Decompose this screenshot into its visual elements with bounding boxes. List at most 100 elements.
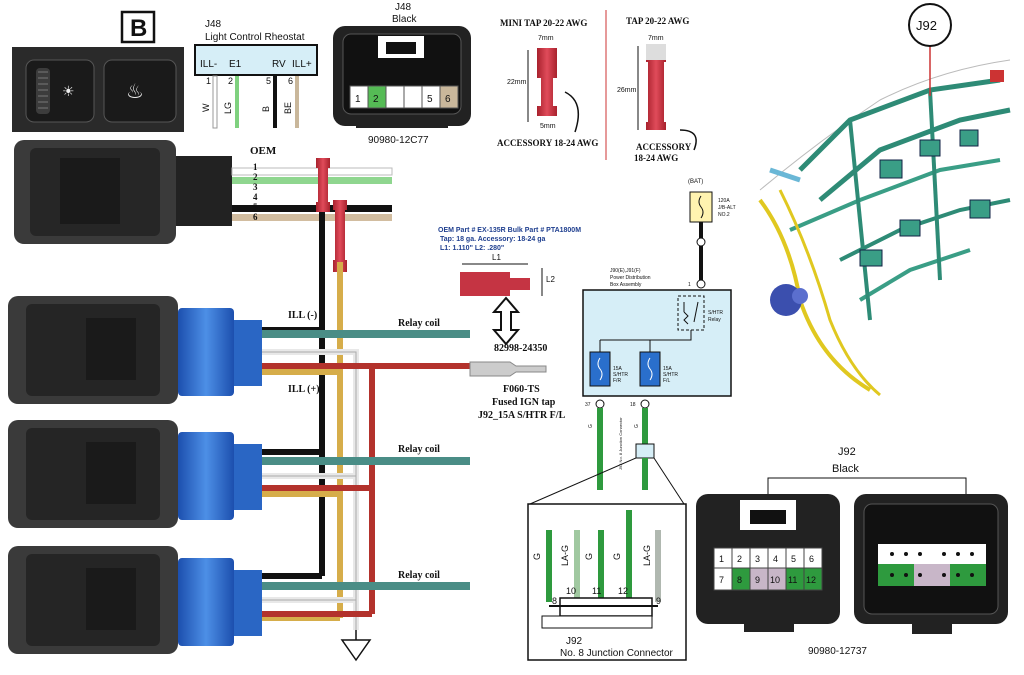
j48-wire-be: [295, 76, 299, 128]
wire-ill-pos: [262, 262, 343, 621]
wire-relay-coil-1: [262, 330, 470, 338]
j48-connector-title: J48: [395, 2, 412, 13]
j48-connector: [333, 26, 471, 128]
relay-coil-label-3: Relay coil: [398, 570, 440, 581]
seat-heater-icon: ♨: [126, 81, 144, 103]
mini-tap-length: 22mm: [507, 79, 527, 86]
pdb-pin-18: 18: [630, 402, 636, 408]
wire-g-fl: [642, 408, 648, 444]
tap-image: [646, 44, 666, 130]
pdb-pin-37: 37: [585, 402, 591, 408]
dash-switch-photo: ☀ ♨: [12, 47, 184, 132]
j92-color: Black: [832, 463, 859, 475]
tap-top: 7mm: [648, 35, 664, 42]
j92-pin-11: 11: [788, 575, 797, 585]
mini-tap-title: MINI TAP 20-22 AWG: [500, 18, 587, 28]
mini-tap-accessory: ACCESSORY 18-24 AWG: [497, 138, 598, 148]
tap-accessory-1: ACCESSORY: [636, 142, 692, 152]
oem-wire-num-1: 1: [253, 162, 258, 172]
pdb-title-2: Power Distribution: [610, 275, 651, 281]
oem-part-line3: L1: 1.110" L2: .280": [440, 245, 504, 252]
j48-cpin-1: 1: [355, 94, 361, 105]
fuse-tap-circuit: J92_15A S/HTR F/L: [478, 410, 566, 421]
oem-wire-2: [232, 177, 392, 184]
j48-wire-lg: [235, 76, 239, 128]
tap-title: TAP 20-22 AWG: [626, 16, 689, 26]
ill-pos-label: ILL (+): [288, 384, 320, 395]
j48-subtitle: Light Control Rheostat: [205, 32, 305, 43]
j48-pin-box: [194, 44, 318, 76]
j48-num-6: 6: [288, 76, 293, 86]
j92-pin-8: 8: [737, 575, 742, 585]
junction-pin-8: 8: [552, 596, 557, 606]
junction-wire-g-2: G: [584, 553, 594, 560]
j92-pin-5: 5: [791, 554, 796, 564]
j92-pin-1: 1: [719, 554, 724, 564]
j48-part-number: 90980-12C77: [368, 135, 429, 146]
oem-wire-1: [231, 167, 393, 176]
junction-pin-12: 12: [618, 586, 628, 596]
relay-coil-label-1: Relay coil: [398, 318, 440, 329]
switch-3: [8, 546, 262, 654]
j48-pin-e1: E1: [229, 59, 242, 70]
j92-pin-6: 6: [809, 554, 814, 564]
j92-pin-4: 4: [773, 554, 778, 564]
fuse-fl-rating: 15A: [663, 366, 673, 372]
j48-cpin-6: 6: [445, 94, 451, 105]
j92-callout: J92: [916, 18, 937, 33]
mini-tap-bottom: 5mm: [540, 123, 556, 130]
tap-ill-pos: [333, 200, 347, 272]
oem-wire-6: [232, 214, 392, 221]
j48-num-1: 1: [206, 76, 211, 86]
pdb-title-3: Box Assembly: [610, 282, 642, 288]
oem-wire-num-5: 5: [253, 202, 258, 212]
junction-pin-10: 10: [566, 586, 576, 596]
j48-pin-ill-pos: ILL+: [292, 59, 312, 70]
oem-wire-num-3: 3: [253, 182, 258, 192]
mini-tap-image: [537, 48, 557, 116]
j48-wire-b: [273, 76, 277, 128]
junction-wire-lag-1: LA-G: [560, 545, 570, 566]
j48-pin-rv: RV: [272, 59, 286, 70]
vehicle-harness-illustration: [758, 59, 1011, 397]
relay-name-2: Relay: [708, 317, 721, 323]
j48-pin-ill-neg: ILL-: [200, 59, 217, 70]
oem-tap-part: 82998-24350: [494, 343, 547, 354]
j92-part-number: 90980-12737: [808, 646, 867, 657]
j92-pin-grid: [713, 547, 823, 591]
junction-pin-11: 11: [592, 586, 601, 596]
l1-label: L1: [492, 253, 501, 262]
j92-pin-3: 3: [755, 554, 760, 564]
j92-title: J92: [838, 446, 856, 458]
tap-ill-neg: [316, 158, 330, 212]
relay-name-1: S/HTR: [708, 310, 723, 316]
j48-title: J48: [205, 19, 222, 30]
oem-wire-num-6: 6: [253, 212, 258, 222]
oem-part-line2: Tap: 18 ga. Accessory: 18-24 ga: [440, 236, 546, 243]
pdb-title-1: J90(E),J91(F): [610, 268, 641, 274]
fuse-fl-name: S/HTR: [663, 372, 678, 378]
fuse-tap-name: F060-TS: [503, 384, 540, 395]
ground-icon: [340, 630, 372, 662]
j92-pin-2: 2: [737, 554, 742, 564]
j48-connector-color: Black: [392, 14, 417, 25]
fuse-fr-rating: 15A: [613, 366, 623, 372]
junction-pin-9: 9: [656, 596, 661, 606]
wire-g-fr: [597, 408, 603, 490]
junction-wire-g-3: G: [612, 553, 622, 560]
fuse-120a-rating: 120A: [718, 198, 730, 204]
fuse-fr-name: S/HTR: [613, 372, 628, 378]
wire-fused-ign: [262, 363, 470, 617]
double-arrow-icon: [491, 296, 521, 346]
relay-coil-label-2: Relay coil: [398, 444, 440, 455]
oem-wire-num-2: 2: [253, 172, 258, 182]
fuse-120a-name: J/B-ALT: [718, 205, 736, 211]
wire-g-label-1: G: [588, 424, 594, 428]
j48-wire-w: [212, 75, 218, 129]
ill-neg-label: ILL (-): [288, 310, 317, 321]
headlight-dim-icon: ☀: [62, 83, 75, 99]
j92-small-label: J92 No. 8 Junction Connector: [618, 417, 623, 470]
switch-1: [8, 296, 262, 404]
wire-g-label-2: G: [634, 424, 640, 428]
